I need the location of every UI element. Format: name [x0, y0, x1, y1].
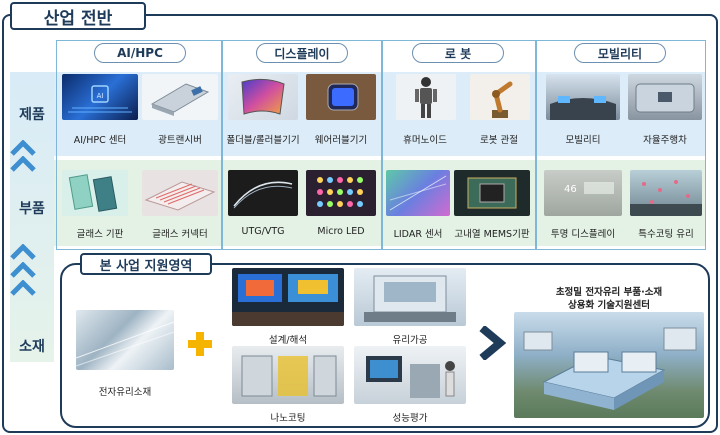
- utg-vtg-image: [228, 170, 298, 216]
- caption-foldable-device: 폴더블/롤러블기기: [224, 132, 302, 146]
- glass-substrate-image: [62, 170, 128, 216]
- caption-transparent-display: 투명 디스플레이: [542, 226, 624, 240]
- glass-connector-image: [142, 170, 218, 216]
- design-analysis-image: [232, 268, 344, 326]
- support-center-building-image: [514, 312, 704, 418]
- column-header-ai: AI/HPC: [94, 43, 186, 63]
- rail-label-part: 부품: [10, 198, 54, 218]
- support-center-title-line2: 상용화 기술지원센터: [514, 299, 704, 312]
- svg-text:AI: AI: [97, 92, 104, 100]
- chevron-right-icon: [478, 326, 506, 360]
- caption-electronic-glass: 전자유리소재: [76, 384, 174, 398]
- optical-transceiver-image: [142, 74, 218, 120]
- mems-substrate-image: [454, 170, 530, 216]
- rail-label-product: 제품: [10, 104, 54, 124]
- caption-glass-substrate: 글래스 기판: [62, 226, 138, 240]
- caption-robot-joint: 로봇 관절: [464, 132, 534, 146]
- caption-glass-processing: 유리가공: [354, 332, 466, 346]
- column-header-mobility: 모빌리티: [574, 43, 666, 63]
- chevron-up-icon: [10, 280, 36, 296]
- special-coating-glass-image: [630, 170, 702, 216]
- caption-design-analysis: 설계/해석: [232, 332, 344, 346]
- plus-icon: [186, 330, 214, 358]
- micro-led-image: [306, 170, 376, 216]
- column-header-robot: 로 봇: [412, 43, 504, 63]
- caption-wearable-device: 웨어러블기기: [304, 132, 378, 146]
- caption-nano-coating: 나노코팅: [232, 410, 344, 424]
- chevron-up-icon: [10, 262, 36, 278]
- glass-processing-image: [354, 268, 466, 326]
- lidar-sensor-image: [386, 170, 450, 216]
- caption-special-coating-glass: 특수코팅 유리: [628, 226, 704, 240]
- chevron-up-icon: [10, 140, 36, 156]
- column-header-display: 디스플레이: [256, 43, 348, 63]
- ai-hpc-center-image: AI: [62, 74, 138, 120]
- humanoid-image: [396, 74, 456, 120]
- caption-humanoid: 휴머노이드: [390, 132, 460, 146]
- caption-performance-evaluation: 성능평가: [354, 410, 466, 424]
- caption-ai-hpc-center: AI/HPC 센터: [62, 132, 138, 146]
- support-center-title-line1: 초정밀 전자유리 부품·소재: [514, 286, 704, 299]
- nano-coating-image: [232, 346, 344, 404]
- transparent-display-image: 46: [544, 170, 622, 216]
- support-center-title: 초정밀 전자유리 부품·소재 상용화 기술지원센터: [514, 286, 704, 312]
- caption-utg-vtg: UTG/VTG: [228, 226, 298, 237]
- mobility-image: [546, 74, 620, 120]
- support-area-title: 본 사업 지원영역: [80, 253, 212, 275]
- foldable-device-image: [228, 74, 298, 120]
- chevron-up-icon: [10, 156, 36, 172]
- autonomous-car-image: [628, 74, 702, 120]
- caption-autonomous-car: 자율주행차: [628, 132, 702, 146]
- rail-label-material: 소재: [10, 336, 54, 356]
- wearable-device-image: [306, 74, 376, 120]
- caption-mobility: 모빌리티: [546, 132, 620, 146]
- chevron-up-icon: [10, 244, 36, 260]
- caption-optical-transceiver: 광트랜시버: [142, 132, 218, 146]
- caption-glass-connector: 글래스 커넥터: [142, 226, 218, 240]
- performance-evaluation-image: [354, 346, 466, 404]
- robot-joint-image: [470, 74, 530, 120]
- svg-text:46: 46: [564, 184, 577, 195]
- caption-mems-substrate: 고내열 MEMS기판: [452, 226, 532, 240]
- page-title: 산업 전반: [10, 2, 146, 30]
- electronic-glass-image: [76, 310, 174, 370]
- caption-lidar-sensor: LIDAR 센서: [384, 226, 452, 240]
- caption-micro-led: Micro LED: [306, 226, 376, 237]
